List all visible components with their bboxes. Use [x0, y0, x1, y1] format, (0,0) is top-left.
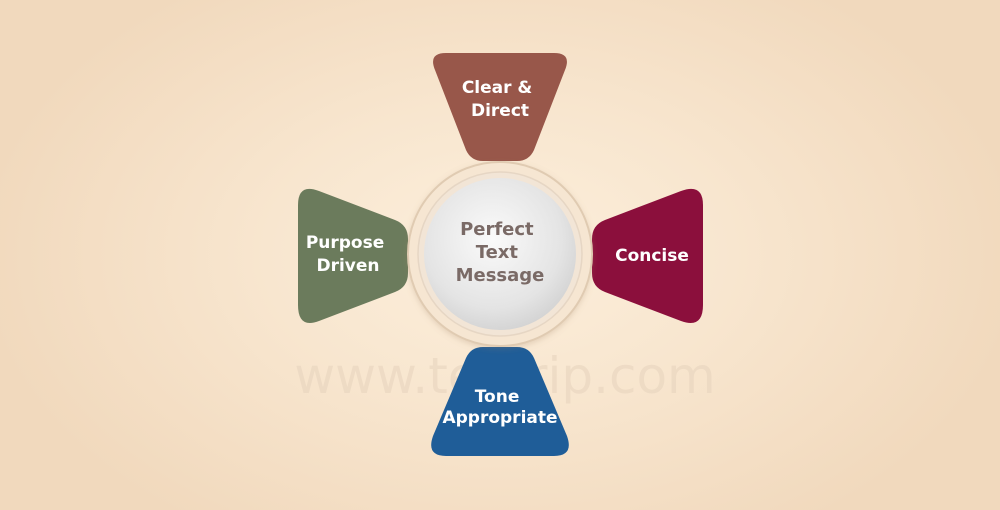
petal-shape-right — [592, 188, 703, 323]
petal-label-right: Concise — [615, 246, 689, 266]
center-disc — [424, 178, 576, 330]
petal-concise: Concise — [592, 188, 703, 323]
petal-purpose-driven: Purpose Driven — [298, 188, 408, 323]
petal-tone-appropriate: Tone Appropriate — [431, 347, 569, 456]
petal-clear-direct: Clear & Direct — [433, 53, 567, 161]
center-hub: Perfect Text Message — [407, 161, 593, 347]
petal-shape-left — [298, 188, 408, 323]
petal-label-top: Clear & Direct — [462, 78, 538, 121]
petal-label-left: Purpose Driven — [306, 233, 390, 276]
petal-shape-bottom — [431, 347, 569, 456]
petal-shape-top — [433, 53, 567, 161]
center-label: Perfect Text Message — [456, 219, 545, 286]
petal-label-bottom: Tone Appropriate — [442, 387, 557, 428]
